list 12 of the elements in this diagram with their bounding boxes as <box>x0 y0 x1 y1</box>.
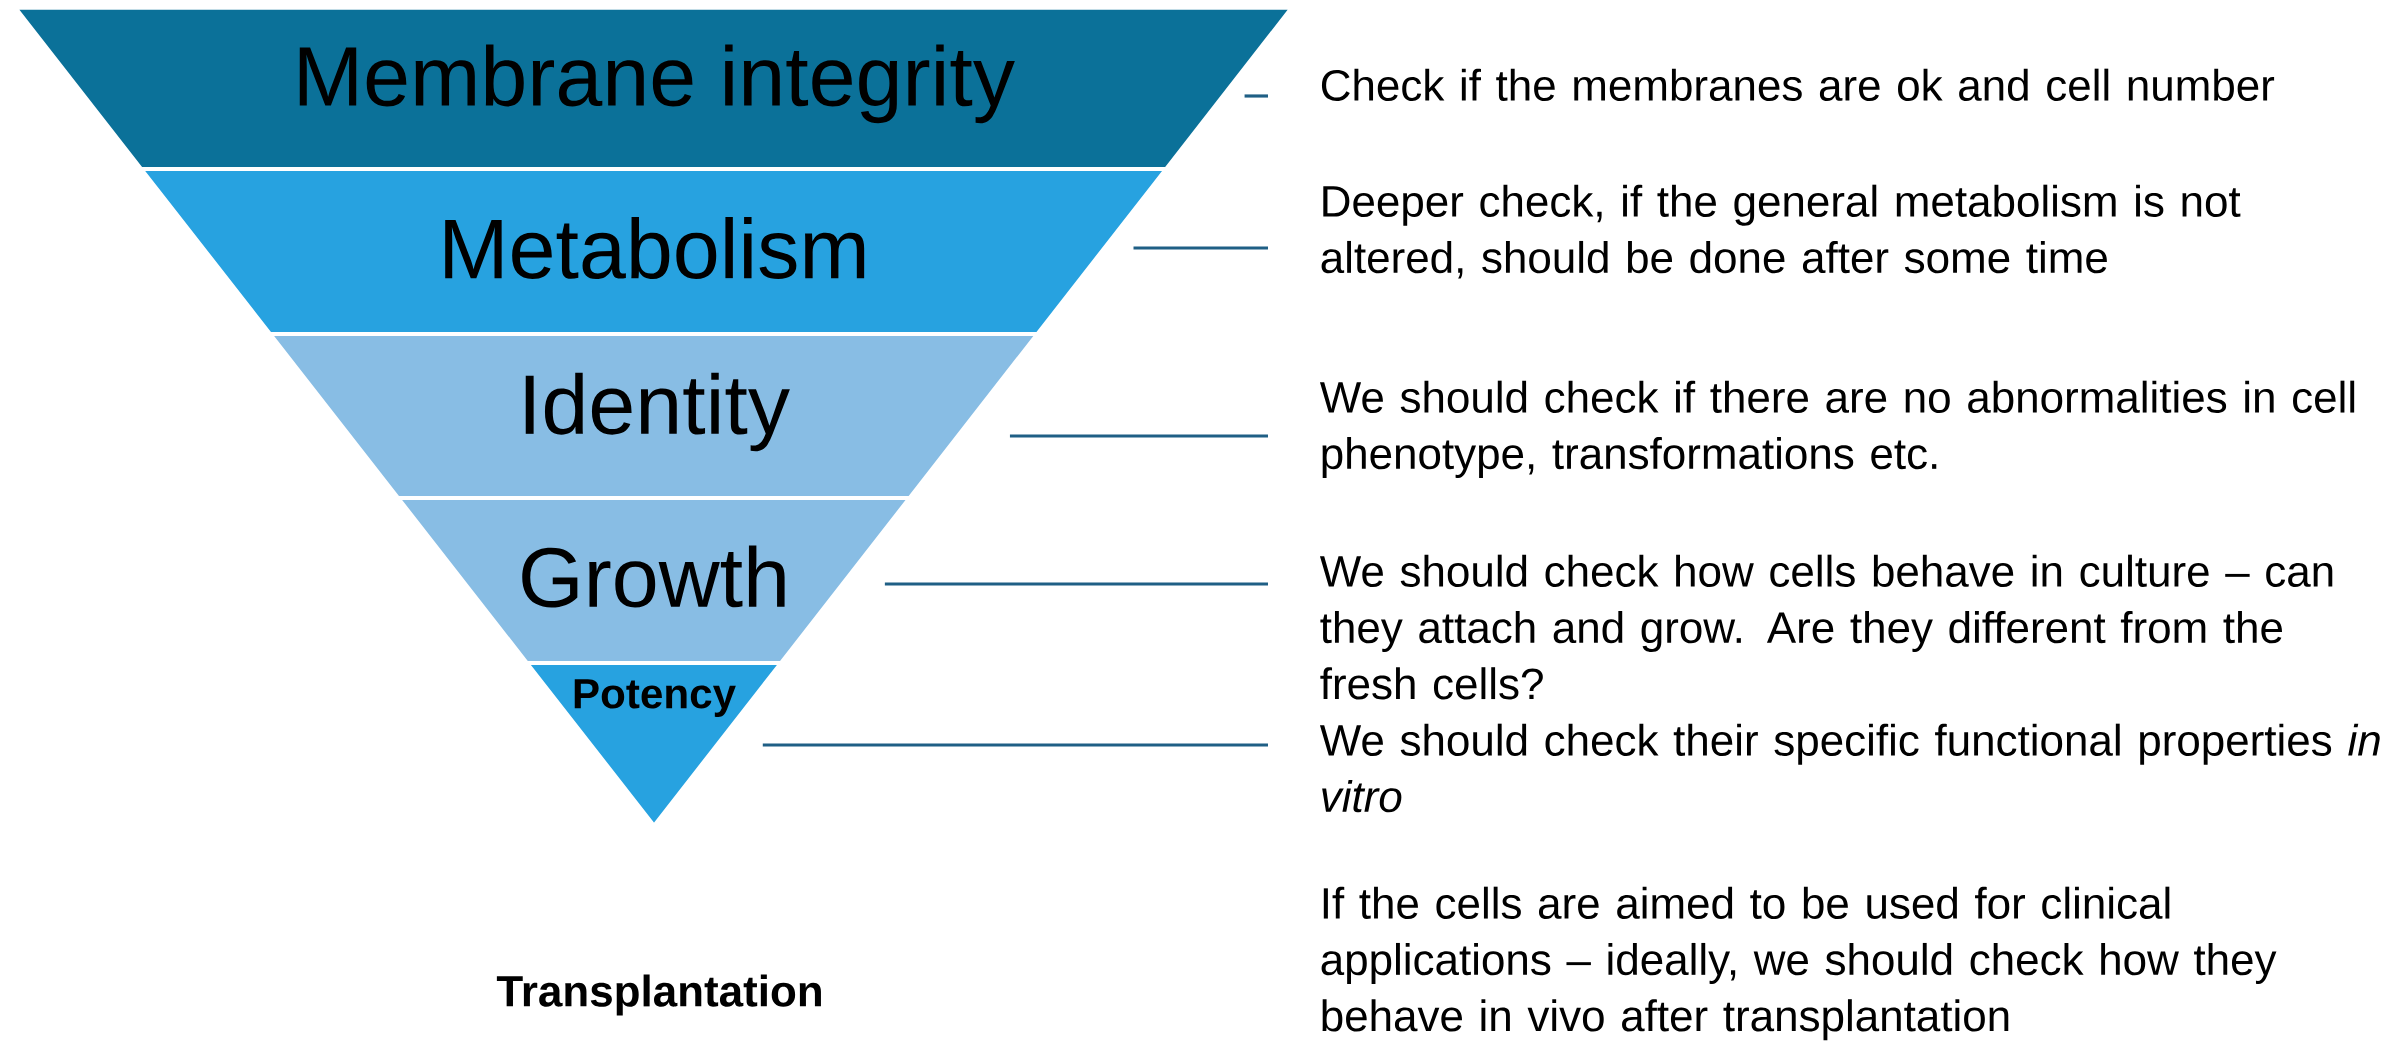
leader-line <box>1244 94 1268 98</box>
description-text: We should check how cells behave in culture – can they attach and grow. Are they different from the fresh cells? <box>1319 554 2333 700</box>
note-text: If the cells are aimed to be used for clinical applications – ideally, we should check how they behave in vivo after transplantation <box>1321 886 2277 1041</box>
caption-text: Transplantation <box>496 974 821 1016</box>
description-text: Deeper check, if the general metabolism is not altered, should be done after some time <box>1321 184 2241 279</box>
leader-line <box>884 582 1268 586</box>
description-text: We should check if there are no abnormalities in cell phenotype, transformations etc. <box>1319 380 2355 478</box>
leader-line <box>1009 434 1268 438</box>
description-text: Check if the membranes are ok and cell number <box>1321 68 2275 101</box>
leader-line <box>762 743 1268 747</box>
leader-line <box>1133 246 1268 250</box>
description-text: We should check their specific functional properties in vitro <box>1319 723 2380 813</box>
